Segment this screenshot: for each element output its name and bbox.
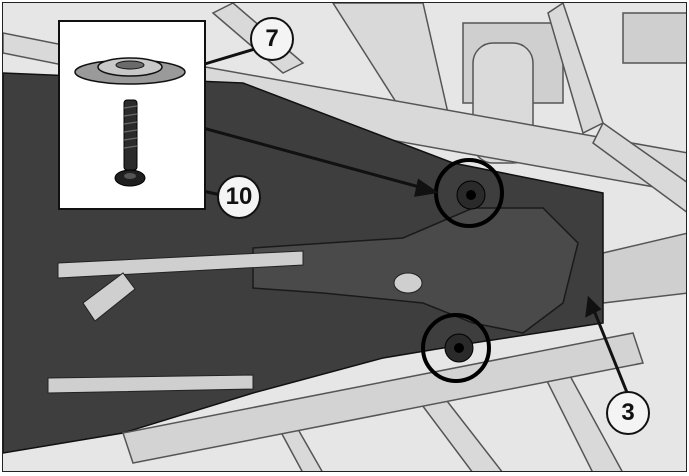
callout-3-skid-plate: 3 bbox=[606, 391, 650, 435]
mounting-bolt-upper bbox=[456, 180, 486, 210]
skid-plate-rib bbox=[252, 207, 579, 334]
highlight-circle-lower bbox=[421, 313, 491, 383]
torx-bolt-icon bbox=[114, 99, 146, 187]
plate-slots bbox=[47, 250, 423, 394]
callout-7-washer: 7 bbox=[250, 17, 294, 61]
mounting-bolt-lower bbox=[444, 333, 474, 363]
callout-10-bolt: 10 bbox=[217, 175, 261, 219]
lower-frame-tube bbox=[122, 332, 644, 464]
parts-inset bbox=[58, 20, 206, 210]
flanged-washer-icon bbox=[74, 57, 186, 85]
